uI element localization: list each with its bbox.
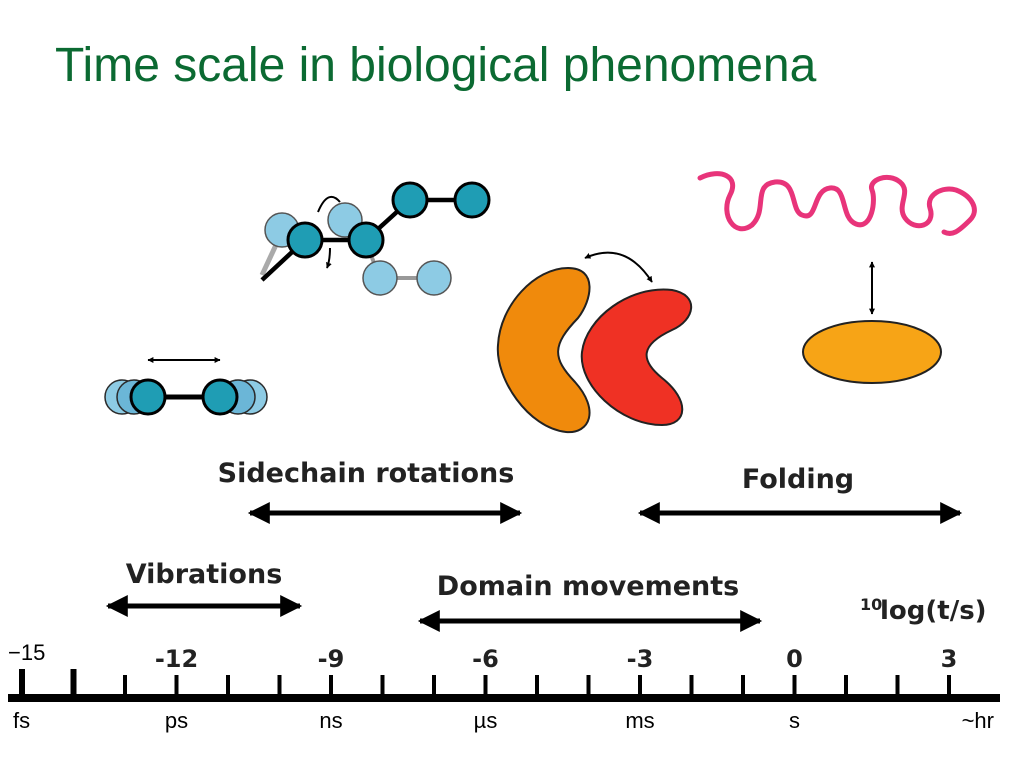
axis-unit-label: fs — [13, 708, 30, 733]
axis-tick-label: -12 — [155, 645, 198, 673]
axis-tick-label: -6 — [472, 645, 499, 673]
axis-unit-label: ~hr — [962, 708, 994, 733]
axis-tick-label: 0 — [786, 645, 803, 673]
label-domain-movements: Domain movements — [437, 571, 739, 602]
folding-icon — [697, 171, 977, 384]
slide-title: Time scale in biological phenomena — [55, 39, 817, 92]
axis-tick-label: −15 — [8, 640, 45, 665]
time-axis: −15 fs -12 ps -9 ns -6 µs -3 ms 0 s 3 ~hr — [8, 640, 1000, 733]
axis-tick-label: -3 — [627, 645, 654, 673]
label-vibrations: Vibrations — [126, 559, 283, 590]
domain-movement-icon — [496, 251, 693, 434]
axis-unit-label: ps — [165, 708, 188, 733]
axis-tick-label: -9 — [318, 645, 345, 673]
vibration-molecule-icon — [104, 357, 268, 416]
axis-unit-label: s — [789, 708, 800, 733]
axis-unit-label: µs — [474, 708, 498, 733]
axis-major-labels: −15 fs -12 ps -9 ns -6 µs -3 ms 0 s 3 ~hr — [8, 640, 994, 733]
log-scale-label: log(t/s) — [880, 596, 987, 626]
axis-minor-ticks — [19, 669, 951, 698]
axis-unit-label: ns — [319, 708, 342, 733]
label-folding: Folding — [742, 464, 854, 495]
log-scale-superscript: 10 — [860, 595, 882, 614]
sidechain-molecule-icon — [259, 181, 491, 296]
axis-tick-label: 3 — [941, 645, 958, 673]
label-sidechain-rotations: Sidechain rotations — [218, 458, 515, 489]
axis-unit-label: ms — [625, 708, 654, 733]
